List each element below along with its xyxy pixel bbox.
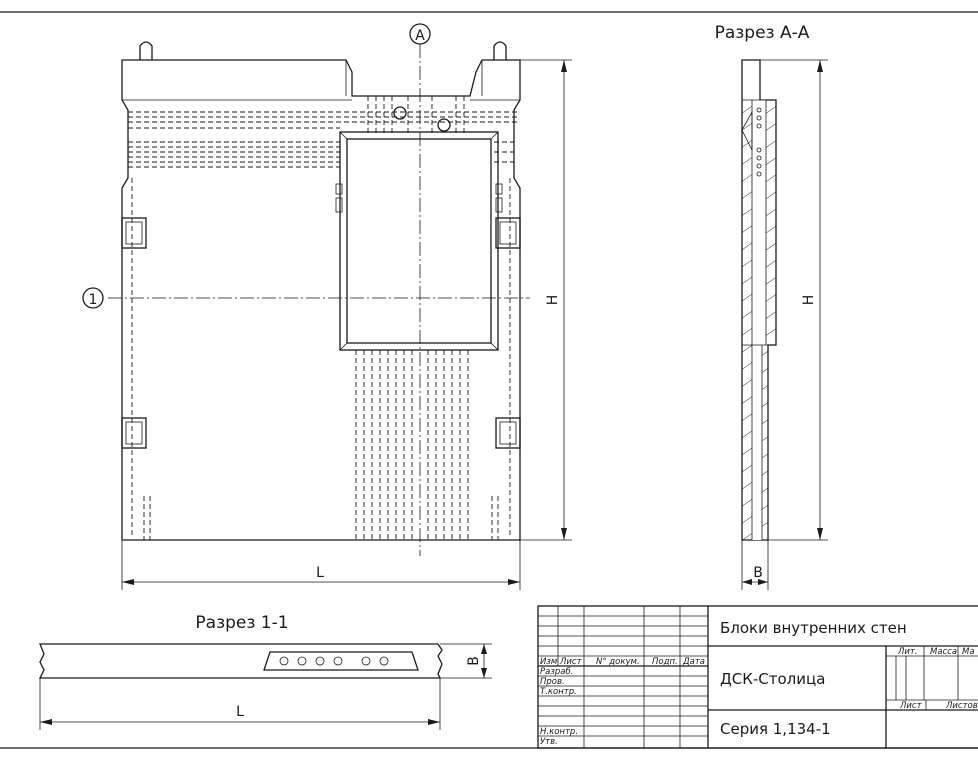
tb-col-doc: N° докум. (596, 657, 640, 667)
section-a-marker (409, 23, 431, 45)
height-dimension-front (520, 59, 572, 541)
tb-col-list: Лист (559, 657, 583, 667)
title-block (537, 605, 978, 749)
length-label-11: L (236, 704, 244, 720)
tb-row-tkontr: Т.контр. (540, 687, 577, 697)
section-aa-drawing (741, 59, 777, 541)
tb-stage-massa: Масса (930, 647, 957, 657)
height-label-section: H (801, 295, 817, 306)
width-dimension-section (741, 540, 769, 590)
tb-stage-listov: Листов (945, 701, 978, 711)
tb-row-razrab: Разраб. (540, 667, 573, 677)
tb-row-nkontr: Н.контр. (540, 727, 578, 737)
axis-1-label: 1 (89, 292, 98, 308)
length-dimension-11 (39, 678, 441, 730)
tb-series: Серия 1,134-1 (720, 720, 831, 738)
tb-row-prov: Пров. (540, 677, 565, 687)
tb-stage-list: Лист (899, 701, 923, 711)
section-11-title: Разрез 1-1 (195, 613, 288, 633)
length-dimension-front (121, 540, 521, 590)
length-label-front: L (316, 565, 324, 581)
axis-1-marker (82, 287, 104, 309)
tb-col-izm: Изм (540, 657, 558, 667)
width-dimension-11 (440, 643, 492, 679)
tb-title-name: Блоки внутренних стен (720, 619, 907, 637)
width-label-section: B (753, 565, 763, 581)
width-label-11: B (466, 656, 482, 666)
section-11-drawing (38, 643, 443, 679)
height-dimension-section (760, 59, 828, 541)
front-elevation (108, 41, 530, 556)
height-label-front: H (545, 295, 561, 306)
tb-organization: ДСК-Столица (720, 670, 825, 688)
section-aa-title: Разрез А-А (715, 23, 810, 43)
tb-stage-lit: Лит. (897, 647, 918, 657)
tb-col-date: Дата (682, 657, 705, 667)
tb-stage-masshtab: Ма (962, 647, 975, 657)
tb-row-utv: Утв. (540, 737, 558, 747)
section-a-label: А (415, 28, 425, 44)
tb-col-sign: Подп. (652, 657, 678, 667)
